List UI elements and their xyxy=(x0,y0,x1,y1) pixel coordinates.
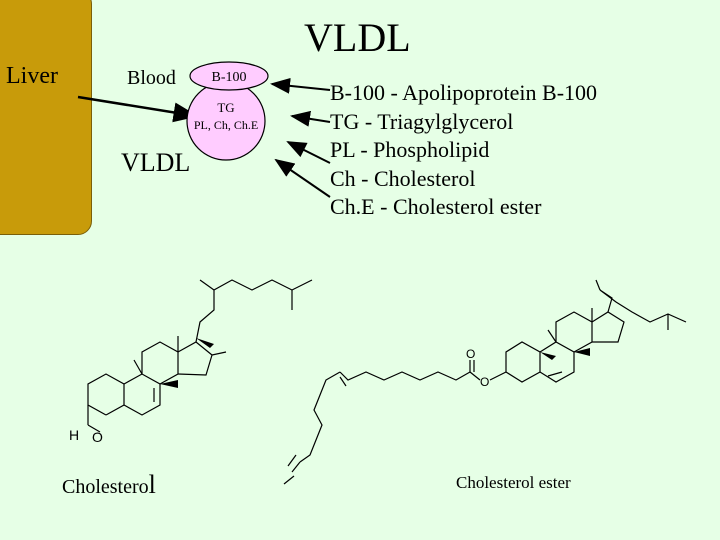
legend-item-pl: PL - Phospholipid xyxy=(330,137,490,162)
cholesterol-wedge-2 xyxy=(196,338,214,348)
legend-item-ch: Ch - Cholesterol xyxy=(330,165,476,191)
b100-label: B-100 xyxy=(212,70,247,85)
ester-link-o: O xyxy=(480,375,489,389)
blood-label: Blood xyxy=(127,67,176,89)
cholesterol-caption: Cholesterol xyxy=(62,470,156,500)
cholesterol-hydroxyl-o: O xyxy=(92,429,103,445)
tg-label: TG xyxy=(217,100,234,115)
ester-wedge-1 xyxy=(574,348,590,356)
cholesterol-ester-structure xyxy=(283,279,687,485)
ester-carbonyl-o: O xyxy=(466,347,475,361)
liver-to-vldl-arrow xyxy=(77,95,199,123)
surface-lipids-label: PL, Ch, Ch.E xyxy=(194,118,258,132)
ester-wedge-2 xyxy=(540,352,556,360)
cholesterol-hydroxyl-h: H xyxy=(69,427,79,443)
cholesterol-caption-text: Cholestero xyxy=(62,476,149,498)
slide-title: VLDL xyxy=(304,15,411,60)
pointer-arrow-pl xyxy=(286,141,331,164)
vldl-label: VLDL xyxy=(121,148,191,177)
legend-item-che: Ch.E - Cholesterol ester xyxy=(330,194,542,219)
abbreviation-legend: B-100 - Apolipoprotein B-100 TG - Triagy… xyxy=(330,79,597,222)
legend-item-b100: B-100 - Apolipoprotein B-100 xyxy=(330,80,598,105)
cholesterol-ester-caption: Cholesterol ester xyxy=(456,473,571,492)
b100-apoprotein xyxy=(189,61,269,91)
pointer-arrow-b100 xyxy=(270,77,331,94)
legend-item-tg: TG - Triagylglycerol xyxy=(330,108,514,134)
cholesterol-wedge-1 xyxy=(160,380,178,388)
cholesterol-structure xyxy=(87,279,313,433)
pointer-arrow-tg xyxy=(290,110,331,127)
cholesterol-caption-tail: l xyxy=(148,470,156,499)
liver-block xyxy=(0,0,92,235)
vldl-particle: B-100 TG PL, Ch, Ch.E xyxy=(186,61,269,161)
pointer-arrow-ch xyxy=(274,158,331,198)
liver-label: Liver xyxy=(6,63,58,89)
